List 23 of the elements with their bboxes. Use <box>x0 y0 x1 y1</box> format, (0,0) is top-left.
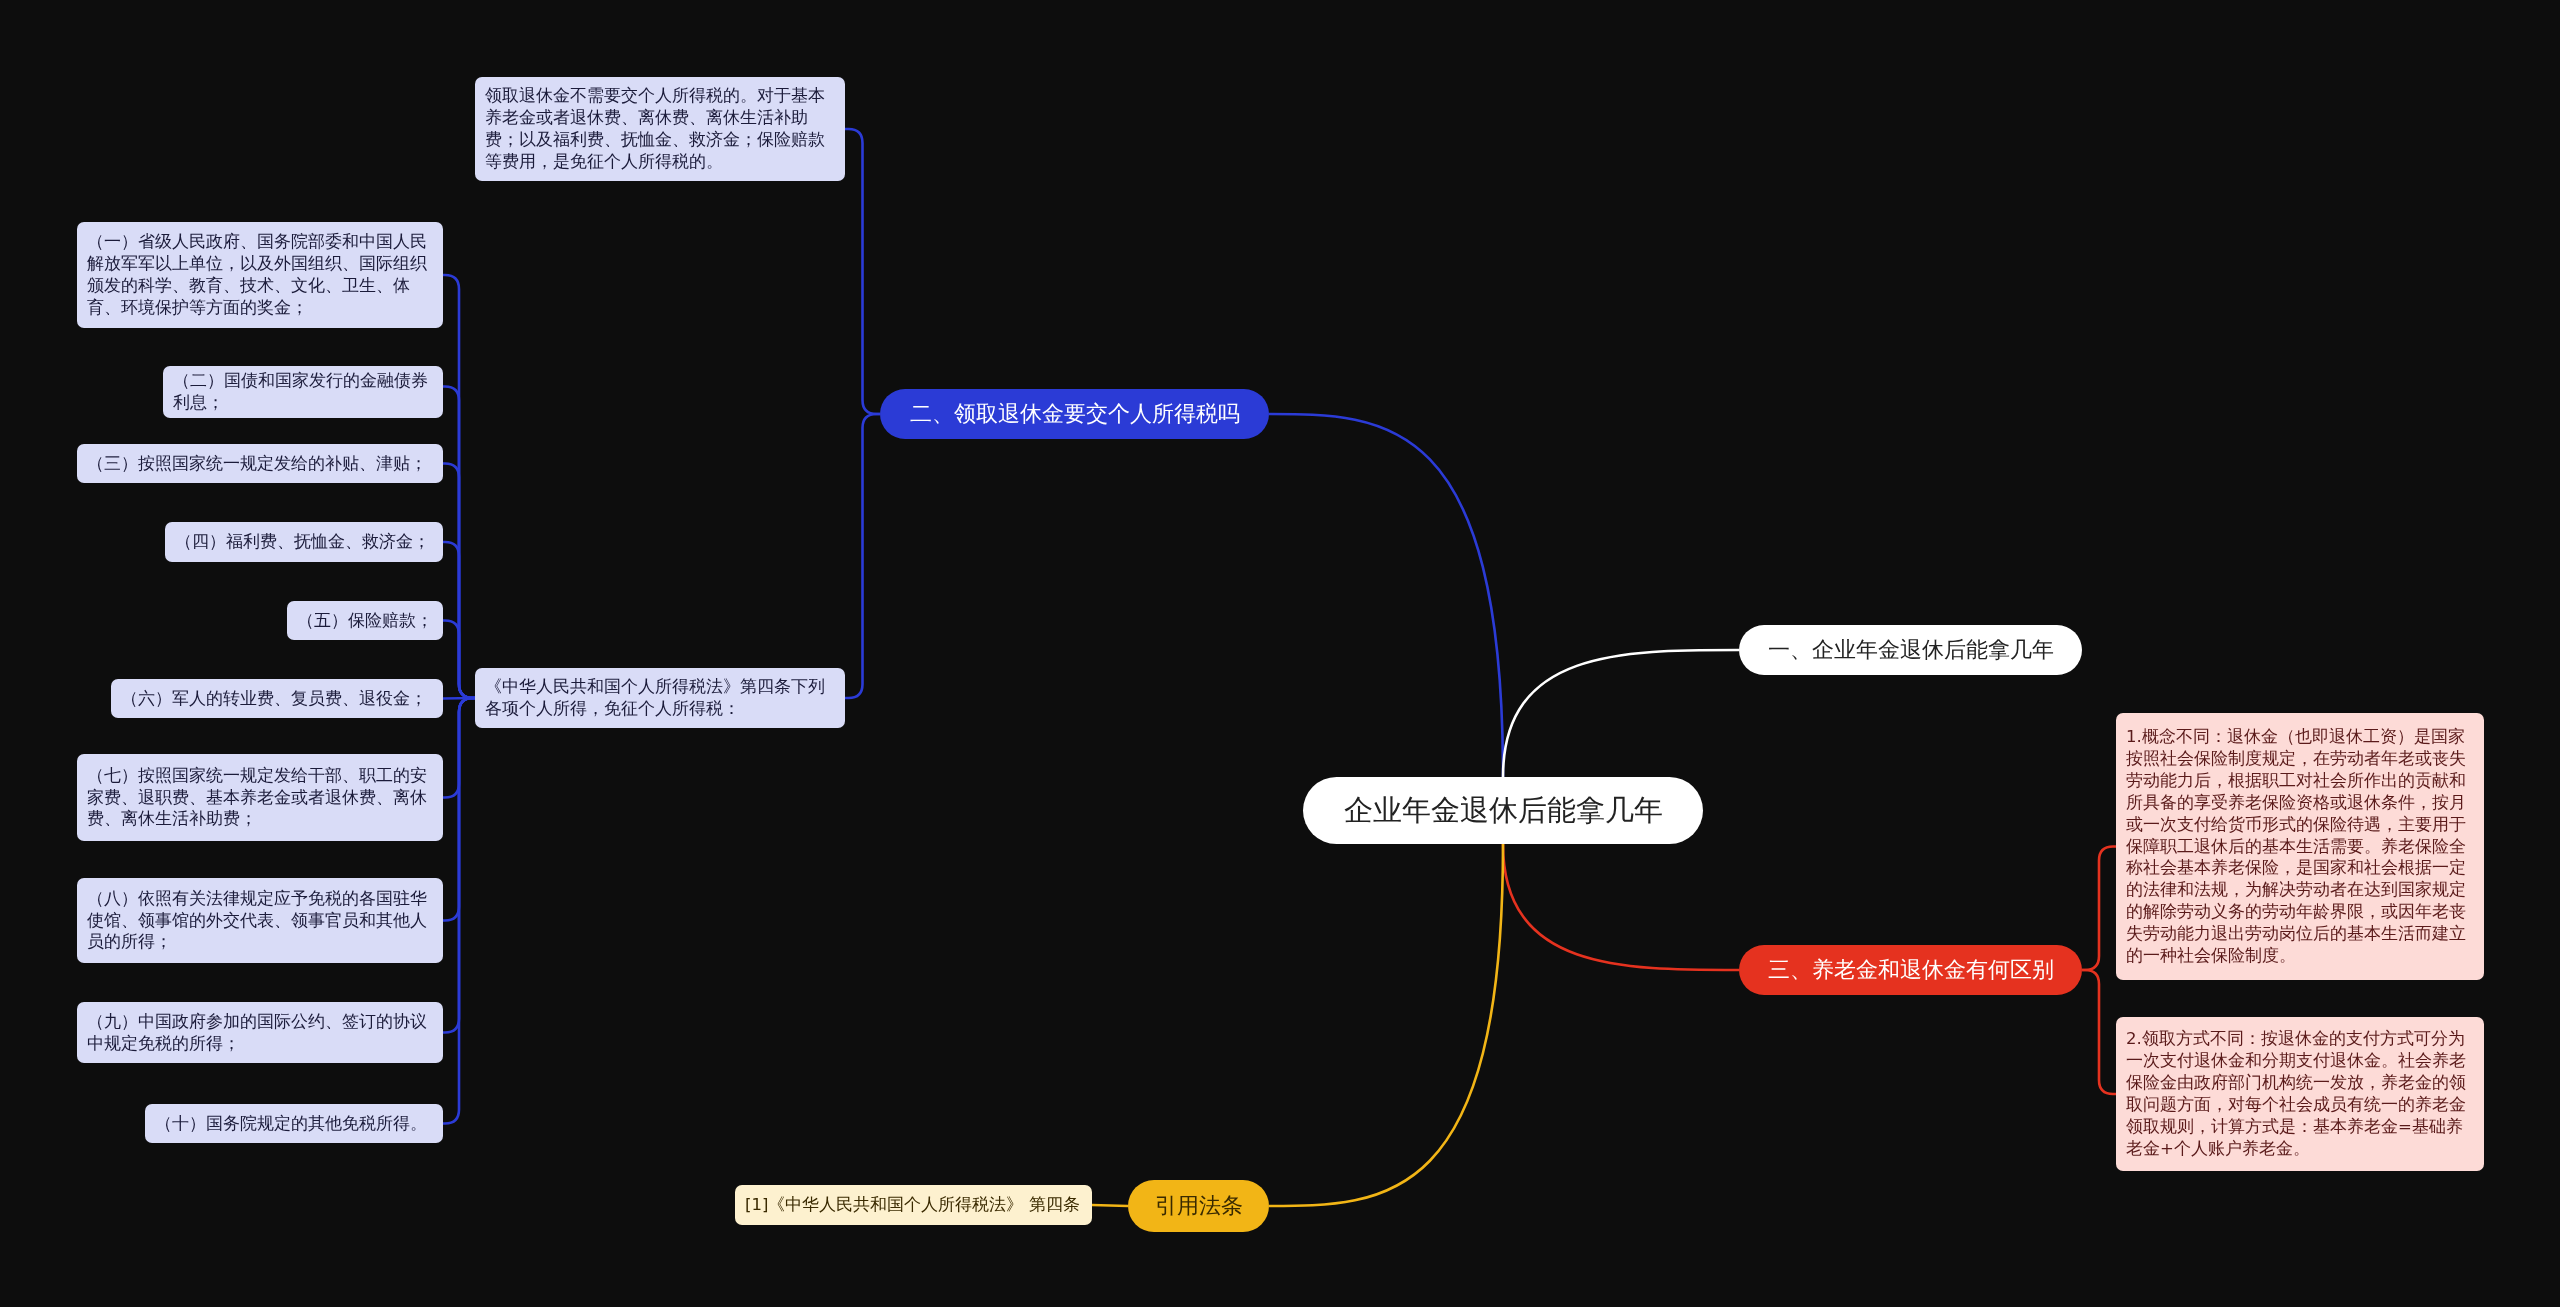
branch-topic: 一、企业年金退休后能拿几年 <box>1739 625 2082 675</box>
note-box: （六）军人的转业费、复员费、退役金； <box>111 679 443 718</box>
note-box: 《中华人民共和国个人所得税法》第四条下列各项个人所得，免征个人所得税： <box>475 668 845 728</box>
note-box: 1.概念不同：退休金（也即退休工资）是国家按照社会保险制度规定，在劳动者年老或丧失劳动能力后，根据职工对社会所作出的贡献和所具备的享受养老保险资格或退休条件，按月或一次支付给货币形式的保险待遇，主要用于保障职工退休后的基本生活需要。养老保险全称社会基本养老保险，是国家和社会根据一定的法律和法规，为解决劳动者在达到国家规定的解除劳动义务的劳动年龄界限，或因年老丧失劳动能力退出劳动岗位后的基本生活而建立的一种社会保险制度。 <box>2116 713 2484 980</box>
note-box: （八）依照有关法律规定应予免税的各国驻华使馆、领事馆的外交代表、领事官员和其他人员的所得； <box>77 878 443 963</box>
branch-topic: 三、养老金和退休金有何区别 <box>1739 945 2082 995</box>
note-box: （九）中国政府参加的国际公约、签订的协议中规定免税的所得； <box>77 1002 443 1063</box>
central-topic: 企业年金退休后能拿几年 <box>1303 777 1703 844</box>
branch-topic: 引用法条 <box>1128 1180 1269 1232</box>
connector <box>1269 843 1505 1208</box>
note-box: [1]《中华人民共和国个人所得税法》 第四条 <box>735 1185 1092 1225</box>
note-box: （十）国务院规定的其他免税所得。 <box>145 1104 443 1143</box>
note-box: （五）保险赔款； <box>287 601 443 640</box>
note-box: （四）福利费、抚恤金、救济金； <box>165 522 443 562</box>
branch-topic: 二、领取退休金要交个人所得税吗 <box>880 389 1269 439</box>
note-box: （二）国债和国家发行的金融债券利息； <box>163 366 443 418</box>
note-box: 领取退休金不需要交个人所得税的。对于基本养老金或者退休费、离休费、离休生活补助费；以及福利费、抚恤金、救济金；保险赔款等费用，是免征个人所得税的。 <box>475 77 845 181</box>
connector <box>1091 1203 1129 1208</box>
note-box: （三）按照国家统一规定发给的补贴、津贴； <box>77 444 443 483</box>
note-box: 2.领取方式不同：按退休金的支付方式可分为一次支付退休金和分期支付退休金。社会养老保险金由政府部门机构统一发放，养老金的领取问题方面，对每个社会成员有统一的养老金领取规则，计算方式是：基本养老金=基础养老金+个人账户养老金。 <box>2116 1017 2484 1171</box>
connector <box>1501 648 1739 778</box>
note-box: （七）按照国家统一规定发给干部、职工的安家费、退职费、基本养老金或者退休费、离休费、离休生活补助费； <box>77 754 443 841</box>
note-box: （一）省级人民政府、国务院部委和中国人民解放军军以上单位，以及外国组织、国际组织颁发的科学、教育、技术、文化、卫生、体育、环境保护等方面的奖金； <box>77 222 443 328</box>
